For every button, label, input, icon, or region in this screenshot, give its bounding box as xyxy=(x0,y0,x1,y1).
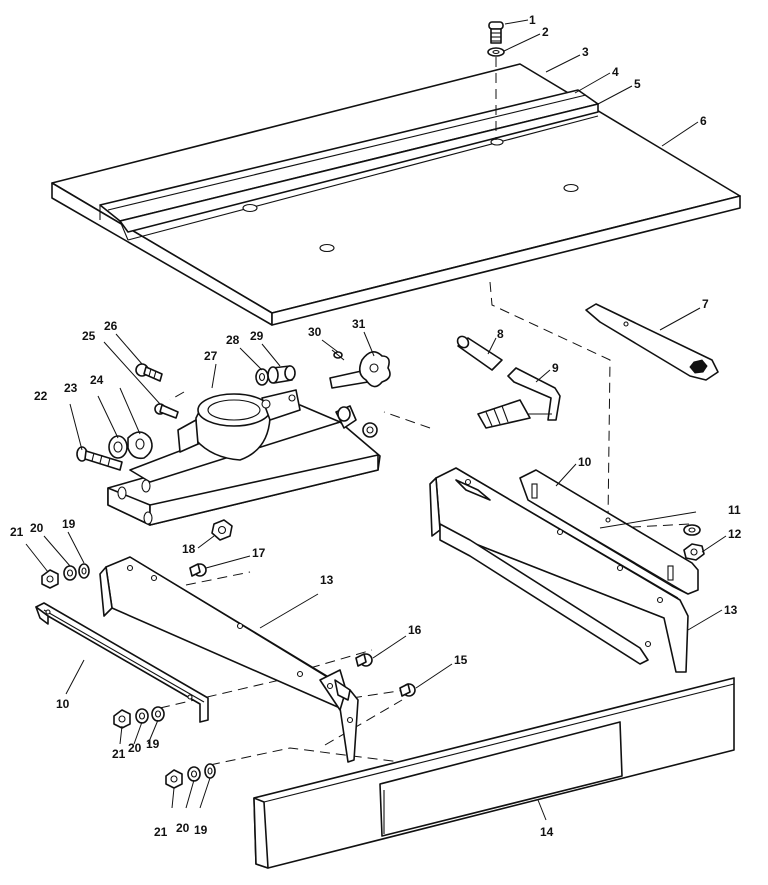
pin xyxy=(456,335,503,371)
hardware-near-bracket xyxy=(337,406,378,438)
right-side-rail xyxy=(429,467,689,673)
washer-11 xyxy=(683,524,701,536)
right-slide-rail xyxy=(519,469,699,595)
callout-4: 4 xyxy=(612,65,619,79)
callout-21-a: 21 xyxy=(10,525,24,539)
callout-23: 23 xyxy=(64,381,78,395)
callout-10-right: 10 xyxy=(578,455,592,469)
callout-20-c: 20 xyxy=(176,821,190,835)
callout-30: 30 xyxy=(308,325,322,339)
callout-9: 9 xyxy=(552,361,559,375)
bracket-casting xyxy=(107,389,381,526)
callout-15: 15 xyxy=(454,653,468,667)
left-side-rail xyxy=(99,556,359,763)
callout-1: 1 xyxy=(529,13,536,27)
callout-19-c: 19 xyxy=(194,823,208,837)
knob-31 xyxy=(329,351,391,389)
callout-26: 26 xyxy=(104,319,118,333)
screw-25 xyxy=(154,403,179,419)
washer-23 xyxy=(108,435,128,459)
callout-7: 7 xyxy=(702,297,709,311)
callout-21-b: 21 xyxy=(112,747,126,761)
screw-26 xyxy=(135,363,163,382)
table-top xyxy=(51,63,741,326)
callout-24: 24 xyxy=(90,373,104,387)
nut-18 xyxy=(211,519,233,541)
callout-11: 11 xyxy=(728,503,741,517)
top-screw xyxy=(488,21,504,44)
hardware-set-3 xyxy=(165,763,216,789)
wrench xyxy=(585,303,719,381)
callout-29: 29 xyxy=(250,329,264,343)
crank-handle xyxy=(477,367,561,429)
washer-28 xyxy=(255,368,269,386)
callout-27: 27 xyxy=(204,349,218,363)
callout-6: 6 xyxy=(700,114,707,128)
callout-2: 2 xyxy=(542,25,549,39)
callout-5: 5 xyxy=(634,77,641,91)
callout-labels: 1 2 3 4 5 6 7 8 9 10 10 11 12 13 13 14 1… xyxy=(10,13,742,839)
callout-20-b: 20 xyxy=(128,741,142,755)
hardware-set-1 xyxy=(41,563,90,589)
screw-15 xyxy=(399,683,416,697)
screw-16 xyxy=(355,653,373,667)
callout-18: 18 xyxy=(182,542,196,556)
callout-22: 22 xyxy=(34,389,48,403)
callout-20-a: 20 xyxy=(30,521,44,535)
callout-13-left: 13 xyxy=(320,573,334,587)
callout-8: 8 xyxy=(497,327,504,341)
top-washer xyxy=(487,47,505,57)
callout-28: 28 xyxy=(226,333,240,347)
callout-31: 31 xyxy=(352,317,366,331)
callout-25: 25 xyxy=(82,329,96,343)
callout-17: 17 xyxy=(252,546,266,560)
callout-14: 14 xyxy=(540,825,554,839)
left-slide-rail xyxy=(35,602,209,723)
hardware-set-2 xyxy=(113,706,165,729)
leader-lines xyxy=(25,19,727,821)
callout-21-c: 21 xyxy=(154,825,168,839)
bushing-29 xyxy=(267,365,296,384)
callout-3: 3 xyxy=(582,45,589,59)
clip-24 xyxy=(127,431,153,460)
callout-19-a: 19 xyxy=(62,517,76,531)
callout-19-b: 19 xyxy=(146,737,160,751)
callout-10-left: 10 xyxy=(56,697,70,711)
screw-22 xyxy=(76,446,123,471)
callout-12: 12 xyxy=(728,527,742,541)
screw-17 xyxy=(189,563,207,577)
callout-16: 16 xyxy=(408,623,422,637)
callout-13-right: 13 xyxy=(724,603,738,617)
nut-12 xyxy=(683,543,705,561)
front-panel xyxy=(253,677,735,869)
